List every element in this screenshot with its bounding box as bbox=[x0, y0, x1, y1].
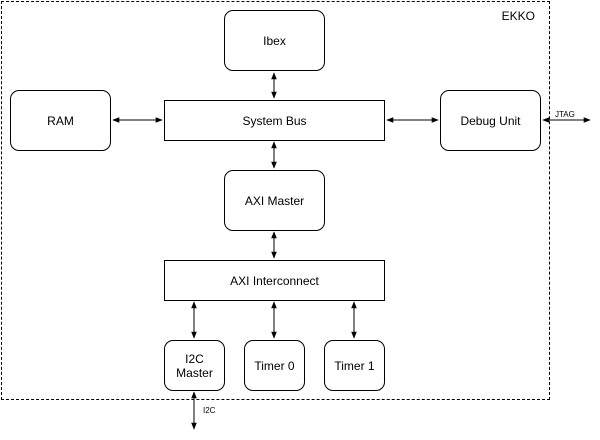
ibex-label: Ibex bbox=[263, 33, 286, 48]
axi-master-label: AXI Master bbox=[244, 193, 305, 208]
ibex-block: Ibex bbox=[224, 10, 325, 71]
ekko-label: EKKO bbox=[501, 9, 535, 23]
timer0-label: Timer 0 bbox=[254, 358, 295, 373]
timer0-block: Timer 0 bbox=[244, 340, 305, 391]
timer1-label: Timer 1 bbox=[334, 358, 375, 373]
system-bus-label: System Bus bbox=[242, 113, 307, 128]
axi-interconnect-label: AXI Interconnect bbox=[230, 273, 319, 288]
jtag-label: JTAG bbox=[555, 110, 575, 119]
axi-master-block: AXI Master bbox=[224, 170, 325, 231]
debug-unit-block: Debug Unit bbox=[440, 90, 541, 151]
i2c-master-block: I2C Master bbox=[164, 340, 225, 391]
ram-block: RAM bbox=[10, 90, 111, 151]
i2c-external-label: I2C bbox=[203, 406, 216, 415]
ram-label: RAM bbox=[47, 113, 74, 128]
ekko-container: EKKO bbox=[1, 1, 550, 400]
timer1-block: Timer 1 bbox=[324, 340, 385, 391]
axi-interconnect-block: AXI Interconnect bbox=[164, 260, 385, 301]
i2c-master-label: I2C Master bbox=[176, 351, 213, 380]
system-bus-block: System Bus bbox=[164, 100, 385, 141]
debug-unit-label: Debug Unit bbox=[460, 113, 521, 128]
